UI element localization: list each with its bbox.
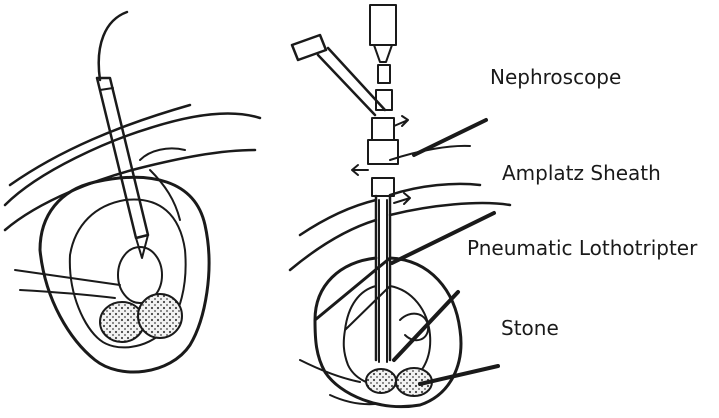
right-illustration (290, 5, 510, 407)
stone-right-1 (366, 369, 396, 393)
leader-lithotripter (394, 292, 458, 360)
leader-stone (420, 366, 498, 384)
label-pneumatic-lithotripter: Pneumatic Lothotripter (467, 236, 698, 260)
label-nephroscope: Nephroscope (490, 65, 621, 89)
label-stone: Stone (501, 316, 559, 340)
stone-left-2 (138, 294, 182, 338)
label-amplatz-sheath: Amplatz Sheath (502, 161, 661, 185)
stone-left-1 (100, 302, 144, 342)
leader-nephroscope (414, 120, 486, 155)
left-illustration (5, 12, 260, 372)
